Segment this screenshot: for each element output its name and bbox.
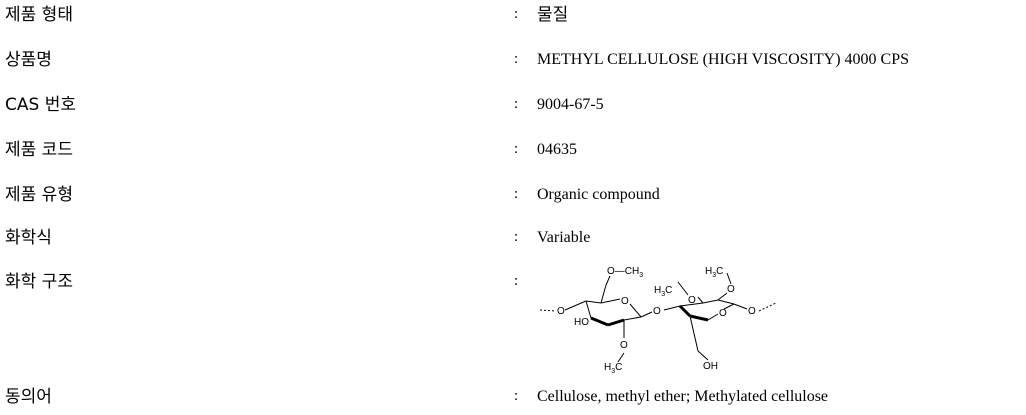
trade-name-label: 상품명	[5, 50, 52, 70]
colon: :	[514, 273, 519, 289]
methyl-label: H3C	[705, 266, 723, 279]
synonyms-row: 동의어 : Cellulose, methyl ether; Methylate…	[0, 385, 1026, 415]
colon: :	[514, 229, 519, 245]
methoxy-label: O—CH3	[607, 266, 643, 279]
bond	[717, 292, 728, 301]
cas-number-value: 9004-67-5	[537, 96, 604, 113]
formula-label: 화학식	[5, 228, 52, 248]
oxygen-label: O	[557, 306, 565, 317]
colon: :	[514, 186, 519, 202]
bold-bond	[689, 314, 709, 322]
bond	[677, 281, 689, 296]
bond	[733, 303, 748, 310]
bond	[697, 296, 704, 304]
colon: :	[514, 96, 519, 112]
oxygen-label: O	[719, 308, 727, 319]
colon: :	[514, 141, 519, 157]
formula-value: Variable	[537, 229, 591, 246]
product-code-value: 04635	[537, 141, 577, 158]
oxygen-label: O	[620, 340, 628, 351]
bond	[600, 284, 607, 304]
atom-labels: O—CH3 H3C H3C O O O O O O O O HO OH H3C	[557, 266, 756, 375]
bond	[605, 275, 611, 286]
colon: :	[514, 388, 519, 404]
bond	[629, 303, 642, 318]
product-form-label: 제품 형태	[5, 5, 73, 25]
methyl-label: H3C	[604, 362, 622, 375]
bond	[689, 315, 699, 352]
synonyms-label: 동의어	[5, 387, 52, 407]
hydroxyl-label: OH	[703, 361, 718, 372]
synonyms-value: Cellulose, methyl ether; Methylated cell…	[537, 388, 829, 405]
chemical-structure-row: 화학 구조 :	[0, 270, 1026, 300]
product-form-row: 제품 형태 : 물질	[0, 3, 1026, 33]
bond	[617, 352, 625, 363]
product-type-label: 제품 유형	[5, 185, 73, 205]
oxygen-label: O	[748, 306, 756, 317]
hydroxyl-label: HO	[574, 317, 589, 328]
product-form-value: 물질	[537, 5, 569, 25]
colon: :	[514, 6, 519, 22]
bond	[564, 300, 587, 311]
bold-bond	[590, 316, 609, 327]
bond	[585, 300, 602, 304]
chain-end-dashes-right	[758, 302, 777, 312]
oxygen-label: O	[727, 284, 735, 295]
chain-end-dashes-left	[539, 309, 557, 312]
bond	[697, 350, 709, 361]
oxygen-label: O	[621, 296, 629, 307]
oxygen-label: O	[653, 306, 661, 317]
product-code-row: 제품 코드 : 04635	[0, 138, 1026, 168]
bond	[723, 303, 735, 310]
methyl-cellulose-structure-diagram: O—CH3 H3C H3C O O O O O O O O HO OH H3C	[539, 266, 777, 375]
bond	[707, 313, 719, 321]
trade-name-row: 상품명 : METHYL CELLULOSE (HIGH VISCOSITY) …	[0, 48, 1026, 78]
trade-name-value: METHYL CELLULOSE (HIGH VISCOSITY) 4000 C…	[537, 51, 909, 68]
product-type-value: Organic compound	[537, 186, 660, 203]
bold-bond	[678, 304, 692, 318]
oxygen-label: O	[688, 295, 696, 306]
bond	[726, 272, 732, 285]
bond	[623, 316, 642, 321]
bond	[585, 300, 592, 319]
bold-bond	[607, 318, 625, 327]
bond	[679, 302, 704, 307]
methyl-label: H3C	[654, 285, 672, 298]
product-type-row: 제품 유형 : Organic compound	[0, 183, 1026, 213]
cas-number-row: CAS 번호 : 9004-67-5	[0, 93, 1026, 123]
bond	[663, 305, 681, 311]
bond	[702, 299, 719, 304]
formula-row: 화학식 : Variable	[0, 226, 1026, 256]
cas-number-label: CAS 번호	[5, 95, 76, 115]
chemical-structure-label: 화학 구조	[5, 272, 73, 292]
colon: :	[514, 51, 519, 67]
product-code-label: 제품 코드	[5, 140, 73, 160]
bond	[600, 298, 621, 304]
bond	[717, 299, 735, 305]
bond	[640, 311, 653, 318]
